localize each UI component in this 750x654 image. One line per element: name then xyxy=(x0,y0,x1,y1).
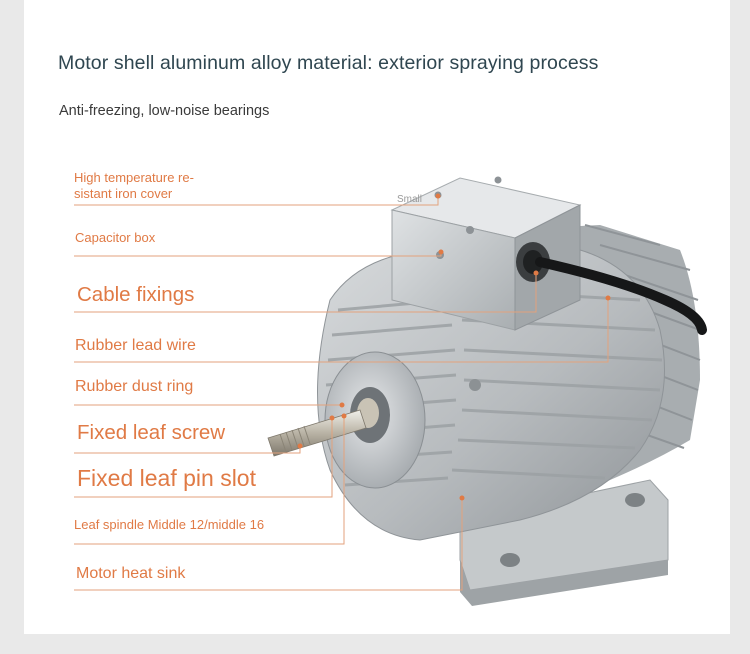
label-leaf-spindle: Leaf spindle Middle 12/middle 16 xyxy=(74,517,265,532)
screw-head xyxy=(469,379,481,391)
label-cover-line1: High temperature re- xyxy=(74,170,194,185)
small-tag: Small xyxy=(397,194,423,205)
motor-shaft xyxy=(267,409,367,457)
leader-dots xyxy=(297,193,611,501)
cable-gland xyxy=(516,242,550,282)
label-rubber-lead-wire: Rubber lead wire xyxy=(75,337,196,354)
label-fixed-leaf-pin-slot: Fixed leaf pin slot xyxy=(77,465,256,491)
label-rubber-dust-ring: Rubber dust ring xyxy=(75,378,194,395)
motor-base xyxy=(459,479,669,606)
label-cable-fixings: Cable fixings xyxy=(77,283,195,306)
page-subtitle: Anti-freezing, low-noise bearings xyxy=(59,103,270,119)
page-title: Motor shell aluminum alloy material: ext… xyxy=(58,52,599,74)
label-cover-line2: sistant iron cover xyxy=(74,186,173,201)
label-motor-heat-sink: Motor heat sink xyxy=(76,565,186,582)
label-fixed-leaf-screw: Fixed leaf screw xyxy=(77,421,226,444)
leader-lines xyxy=(74,198,609,591)
capacitor-box xyxy=(390,176,582,331)
label-capacitor-box: Capacitor box xyxy=(75,230,156,245)
lead-wire xyxy=(535,257,707,335)
